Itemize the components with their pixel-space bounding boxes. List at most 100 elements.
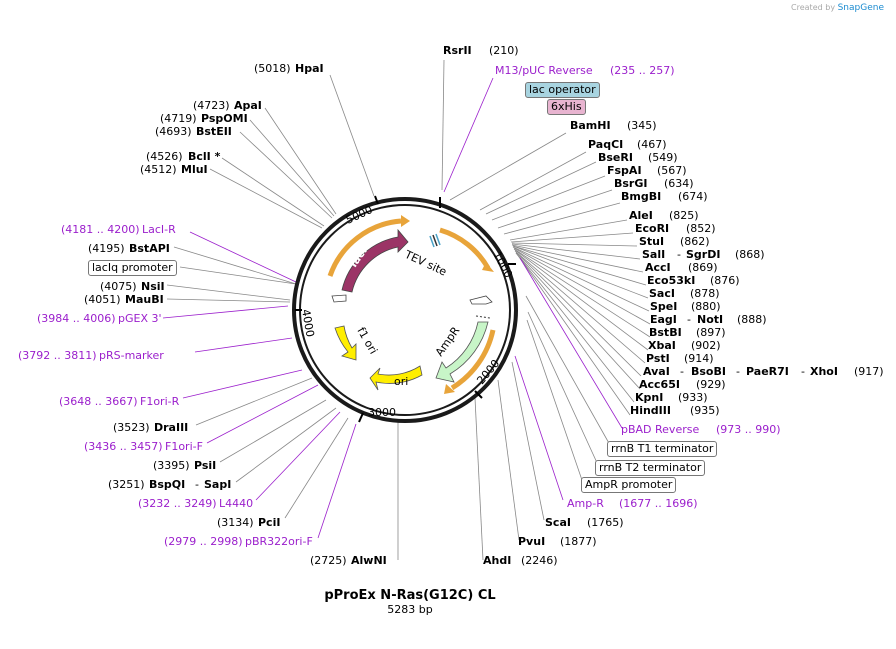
ori-feature: [369, 365, 423, 391]
label-nsii-pos: (4075): [100, 280, 137, 293]
label-stui: StuI: [639, 235, 664, 248]
tev-site-label: TEV site: [402, 248, 449, 279]
tev-site-mark-2: [432, 234, 438, 247]
label-apai-pos: (4723): [193, 99, 230, 112]
label-hindiii-pos: (935): [690, 404, 720, 417]
label-pspomi: PspOMI: [201, 112, 248, 125]
tick-label-3000: 3000: [368, 406, 396, 419]
label-pgex3-pos: (3984 .. 4006): [37, 312, 116, 325]
label-bspqi-pos: (3251): [108, 478, 145, 491]
label-xbai-pos: (902): [691, 339, 721, 352]
label-ecori-pos: (852): [686, 222, 716, 235]
label-bstapi: BstAPI: [129, 242, 170, 255]
label-sapi: SapI: [204, 478, 231, 491]
label-apai: ApaI: [234, 99, 262, 112]
label-avai-pos: (917): [854, 365, 884, 378]
label-pvui: PvuI: [518, 535, 545, 548]
label-pgex3: pGEX 3': [118, 312, 162, 325]
label-ahdi: AhdI: [483, 554, 511, 567]
label-bamhi-pos: (345): [627, 119, 657, 132]
label-f1ori-r: F1ori-R: [140, 395, 180, 408]
label-ecori: EcoRI: [635, 222, 669, 235]
label-bsrgi: BsrGI: [614, 177, 647, 190]
label-laci-r-pos: (4181 .. 4200): [61, 223, 140, 236]
ampr-feature: [435, 321, 489, 383]
label-alei-pos: (825): [669, 209, 699, 222]
label-eco53ki: Eco53kI: [647, 274, 695, 287]
label-sali-sep: -: [677, 248, 681, 261]
label-scai: ScaI: [545, 516, 571, 529]
label-bsteii: BstEII: [196, 125, 232, 138]
laciq-promoter-box: lacIq promoter: [88, 260, 177, 276]
label-hpai: HpaI: [295, 62, 324, 75]
label-sali: SalI: [642, 248, 665, 261]
label-bstbi-pos: (897): [696, 326, 726, 339]
label-saci: SacI: [649, 287, 675, 300]
label-prs: pRS-marker: [99, 349, 164, 362]
lac-operator-box: lac operator: [525, 82, 600, 98]
plasmid-name: pProEx N-Ras(G12C) CL: [324, 588, 496, 603]
label-noti: NotI: [697, 313, 723, 326]
f1ori-label: f1 ori: [354, 325, 380, 356]
label-bstbi: BstBI: [649, 326, 682, 339]
label-pvui-pos: (1877): [560, 535, 597, 548]
label-bseri-pos: (549): [648, 151, 678, 164]
label-alwni-pos: (2725): [310, 554, 347, 567]
leader-lines: [162, 59, 651, 561]
label-bcli-pos: (4526): [146, 150, 183, 163]
label-avai: AvaI: [643, 365, 670, 378]
label-avai-sep2: -: [736, 365, 740, 378]
label-bmgbi: BmgBI: [621, 190, 661, 203]
label-psti-pos: (914): [684, 352, 714, 365]
label-m13: M13/pUC Reverse: [495, 64, 593, 77]
label-hpai-pos: (5018): [254, 62, 291, 75]
label-bcli: BclI *: [188, 150, 221, 163]
label-scai-pos: (1765): [587, 516, 624, 529]
label-nsii: NsiI: [141, 280, 165, 293]
rrnb-t1-box: rrnB T1 terminator: [607, 441, 718, 457]
label-f1ori-f-pos: (3436 .. 3457): [84, 440, 163, 453]
label-bspqi-sep: -: [195, 478, 199, 491]
label-ahdi-pos: (2246): [521, 554, 558, 567]
label-ampr-r-pos: (1677 .. 1696): [619, 497, 698, 510]
ori-label: ori: [394, 375, 408, 388]
label-paqci: PaqCI: [588, 138, 623, 151]
snapgene-logo: SnapGene: [837, 3, 884, 13]
credit-text: Created by: [791, 3, 836, 12]
label-pcii: PciI: [258, 516, 280, 529]
tick-marks: [295, 195, 516, 423]
label-pbr322: pBR322ori-F: [245, 535, 313, 548]
label-acci: AccI: [645, 261, 671, 274]
label-pbr322-pos: (2979 .. 2998): [164, 535, 243, 548]
ampr-orange-arc: [450, 329, 496, 391]
label-paqci-pos: (467): [637, 138, 667, 151]
label-stui-pos: (862): [680, 235, 710, 248]
label-psii: PsiI: [194, 459, 216, 472]
f1ori-feature: [334, 325, 357, 361]
nterm-orange-arrowhead: [482, 262, 494, 272]
label-ampr-r: Amp-R: [567, 497, 604, 510]
snapgene-credit: Created by SnapGene: [791, 3, 884, 13]
plasmid-title-block: pProEx N-Ras(G12C) CL 5283 bp: [260, 588, 560, 616]
label-avai-sep: -: [680, 365, 684, 378]
label-kpni: KpnI: [635, 391, 663, 404]
label-laci-r: LacI-R: [142, 223, 176, 236]
label-maubi: MauBI: [125, 293, 164, 306]
label-fspai-pos: (567): [657, 164, 687, 177]
promoter-arrow-right: [469, 295, 493, 305]
label-kpni-pos: (933): [678, 391, 708, 404]
rrnb-t2-box: rrnB T2 terminator: [595, 460, 706, 476]
label-rsrii-pos: (210): [489, 44, 519, 57]
label-eagi-sep: -: [687, 313, 691, 326]
right-labels: RsrII (210) M13/pUC Reverse (235 .. 257)…: [443, 44, 884, 567]
label-prs-pos: (3792 .. 3811): [18, 349, 97, 362]
ampr-orange-arrowhead: [444, 384, 455, 394]
label-xhoi: XhoI: [810, 365, 838, 378]
plasmid-length: 5283 bp: [387, 603, 433, 616]
label-paer7i: PaeR7I: [746, 365, 789, 378]
label-hindiii: HindIII: [630, 404, 671, 417]
label-draiii: DraIII: [154, 421, 188, 434]
label-bmgbi-pos: (674): [678, 190, 708, 203]
tev-site-mark-3: [435, 233, 441, 246]
